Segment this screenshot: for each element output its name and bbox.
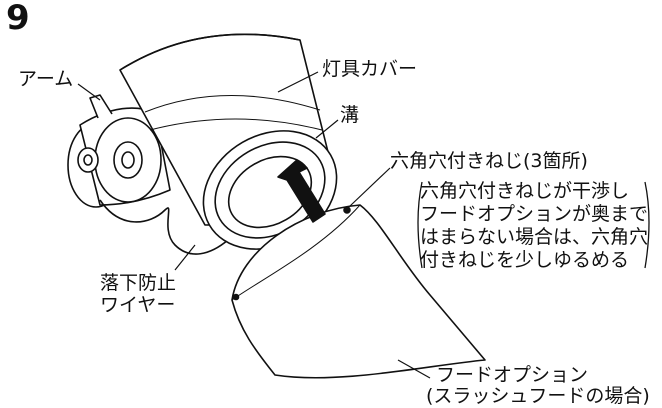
label-fall-wire-line1: 落下防止 (100, 272, 177, 294)
label-groove: 溝 (340, 104, 360, 126)
label-fixture-cover: 灯具カバー (322, 58, 418, 80)
label-fall-wire-line2: ワイヤー (100, 294, 176, 316)
leader-cover (277, 71, 319, 93)
label-arm: アーム (18, 68, 74, 90)
arm-bracket (67, 94, 171, 208)
note-line-3: はまらない場合は、六角穴 (420, 226, 649, 248)
leader-hood (397, 359, 431, 379)
note-paren-right (644, 181, 650, 269)
note-line-2: フードオプションが奥まで (420, 203, 649, 225)
label-hex-screw: 六角穴付きねじ(3箇所) (390, 150, 588, 172)
leader-wire (174, 244, 196, 271)
step-number: 9 (6, 0, 30, 38)
label-hood-line1: フードオプション (436, 364, 589, 386)
leader-screw (349, 167, 391, 207)
note-line-1: 六角穴付きねじが干渉し (420, 180, 630, 202)
leader-arm (77, 83, 101, 101)
note-paren-left (417, 181, 423, 269)
fall-prevention-wire (99, 199, 229, 255)
leader-groove (315, 119, 339, 139)
hood-option (231, 204, 486, 379)
adjustment-note: 六角穴付きねじが干渉し フードオプションが奥まで はまらない場合は、六角穴 付き… (420, 180, 652, 272)
label-hood-line2: (スラッシュフードの場合) (426, 385, 650, 407)
insert-direction-arrow (277, 159, 326, 223)
note-line-4: 付きねじを少しゆるめる (420, 249, 630, 271)
